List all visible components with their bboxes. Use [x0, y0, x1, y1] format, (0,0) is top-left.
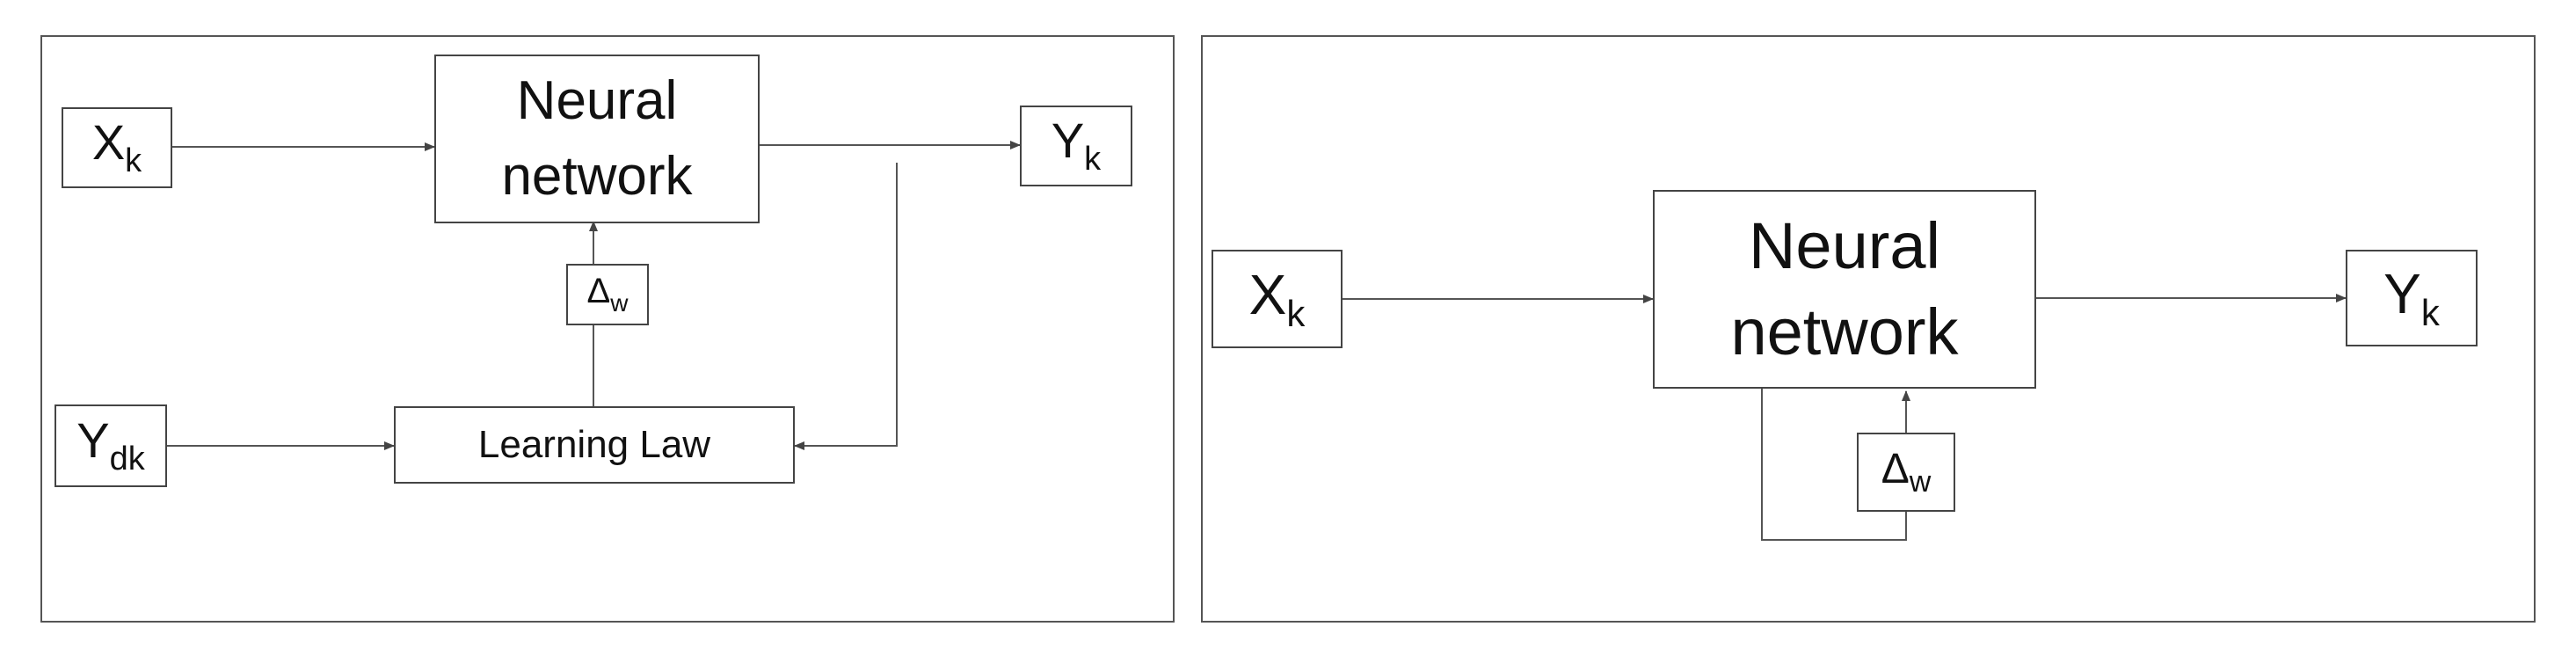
feedback-output-to-learning-law — [794, 163, 898, 450]
neural-network-box-right: Neural network — [1653, 190, 2036, 389]
output-yk-box-right: Yk — [2346, 250, 2478, 346]
learning-law-box: Learning Law — [394, 406, 795, 484]
learning-law-label: Learning Law — [477, 423, 711, 466]
input-xk-box-right: Xk — [1212, 250, 1343, 348]
desired-ydk-box: Ydk — [55, 404, 167, 487]
neural-network-box: Neural network — [434, 55, 760, 223]
delta-w-box-right: Δw — [1857, 433, 1955, 512]
delta-w-box: Δw — [566, 264, 649, 325]
input-xk-box: Xk — [62, 107, 172, 188]
neural-network-label-right: Neural network — [1730, 209, 1959, 368]
neural-network-label: Neural network — [501, 70, 693, 207]
feedback-loop-right — [1761, 389, 1907, 541]
output-yk-box: Yk — [1020, 106, 1132, 186]
